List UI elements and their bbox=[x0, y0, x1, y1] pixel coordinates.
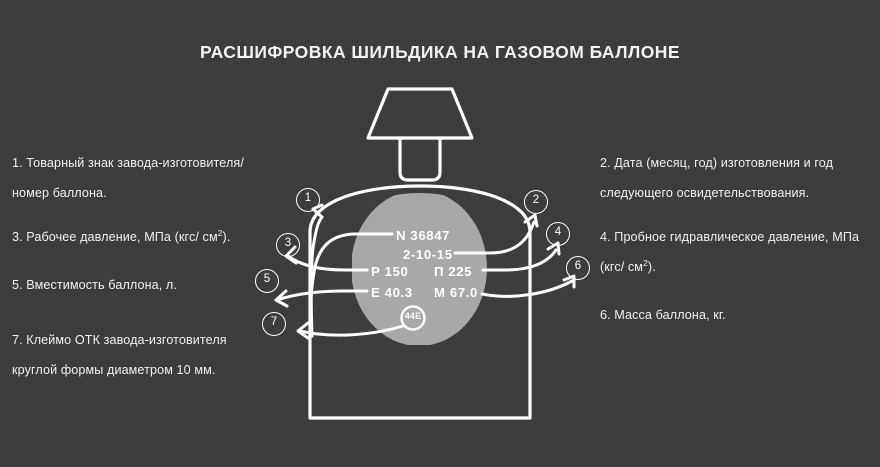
otk-stamp-circle bbox=[400, 305, 426, 331]
legend-item-3-line-1: 3. Рабочее давление, МПа (кгс/ см2). bbox=[12, 222, 230, 252]
legend-item-3-sup: 2 bbox=[217, 227, 223, 238]
legend-item-4-tail: ). bbox=[647, 260, 656, 274]
plate-test-pressure: П 225 bbox=[434, 264, 473, 279]
cylinder-neck-outline bbox=[398, 136, 442, 182]
callout-bubble-1[interactable]: 1 bbox=[296, 188, 320, 212]
leader-line-7 bbox=[298, 324, 405, 337]
legend-item-4-sup: 2 bbox=[643, 257, 648, 268]
arrowhead-2 bbox=[523, 213, 539, 228]
marking-plate-area bbox=[352, 193, 487, 345]
legend-item-4: 4. Пробное гидравлическое давление, МПа … bbox=[600, 222, 859, 282]
plate-mass: М 67.0 bbox=[434, 285, 478, 300]
callout-bubble-4[interactable]: 4 bbox=[546, 222, 570, 246]
legend-item-4-text: (кгс/ см bbox=[600, 260, 644, 274]
arrowhead-7 bbox=[296, 321, 310, 340]
callout-bubble-7[interactable]: 7 bbox=[262, 312, 286, 336]
legend-item-1: 1. Товарный знак завода-изготовителя/ но… bbox=[12, 148, 244, 208]
legend-item-7-line-2: круглой формы диаметром 10 мм. bbox=[12, 363, 216, 377]
leader-line-1-tail bbox=[309, 215, 324, 338]
plate-serial-number: N 36847 bbox=[396, 228, 451, 243]
arrowhead-5 bbox=[274, 289, 289, 308]
legend-item-6-line-1: 6. Масса баллона, кг. bbox=[600, 308, 726, 322]
legend-item-7-line-1: 7. Клеймо ОТК завода-изготовителя bbox=[12, 333, 227, 347]
legend-item-7: 7. Клеймо ОТК завода-изготовителя кругло… bbox=[12, 325, 227, 385]
callout-bubble-6[interactable]: 6 bbox=[566, 256, 590, 280]
legend-item-4-line-1: 4. Пробное гидравлическое давление, МПа bbox=[600, 230, 860, 244]
leader-line-6 bbox=[480, 279, 574, 298]
leader-line-2 bbox=[453, 220, 536, 255]
legend-item-5-line-1: 5. Вместимость баллона, л. bbox=[12, 278, 177, 292]
legend-item-5: 5. Вместимость баллона, л. bbox=[12, 270, 177, 300]
leader-line-4 bbox=[481, 248, 558, 272]
legend-item-6: 6. Масса баллона, кг. bbox=[600, 300, 726, 330]
plate-manufacture-date: 2-10-15 bbox=[403, 247, 453, 262]
leader-line-5 bbox=[275, 289, 369, 302]
legend-item-3-tail: ). bbox=[222, 230, 231, 244]
legend-item-2: 2. Дата (месяц, год) изготовления и год … bbox=[600, 148, 833, 208]
legend-item-2-line-2: следующего освидетельствования. bbox=[600, 186, 810, 200]
valve-cap-outline bbox=[366, 87, 474, 140]
plate-capacity: Е 40.3 bbox=[371, 285, 413, 300]
page-title: РАСШИФРОВКА ШИЛЬДИКА НА ГАЗОВОМ БАЛЛОНЕ bbox=[200, 42, 680, 62]
plate-working-pressure: Р 150 bbox=[371, 264, 409, 279]
callout-bubble-5[interactable]: 5 bbox=[255, 269, 279, 293]
legend-item-1-line-1: 1. Товарный знак завода-изготовителя/ bbox=[12, 156, 244, 170]
legend-item-2-line-1: 2. Дата (месяц, год) изготовления и год bbox=[600, 156, 834, 170]
legend-item-1-line-2: номер баллона. bbox=[12, 186, 107, 200]
plate-otk-stamp-text: 44Е bbox=[404, 311, 422, 321]
legend-item-3-text: 3. Рабочее давление, МПа (кгс/ см bbox=[12, 230, 218, 244]
callout-bubble-3[interactable]: 3 bbox=[276, 233, 300, 257]
cylinder-body-outline bbox=[308, 184, 532, 420]
callout-bubble-2[interactable]: 2 bbox=[524, 190, 548, 214]
legend-item-3: 3. Рабочее давление, МПа (кгс/ см2). bbox=[12, 222, 230, 252]
legend-item-4-line-2: (кгс/ см2). bbox=[600, 252, 859, 282]
